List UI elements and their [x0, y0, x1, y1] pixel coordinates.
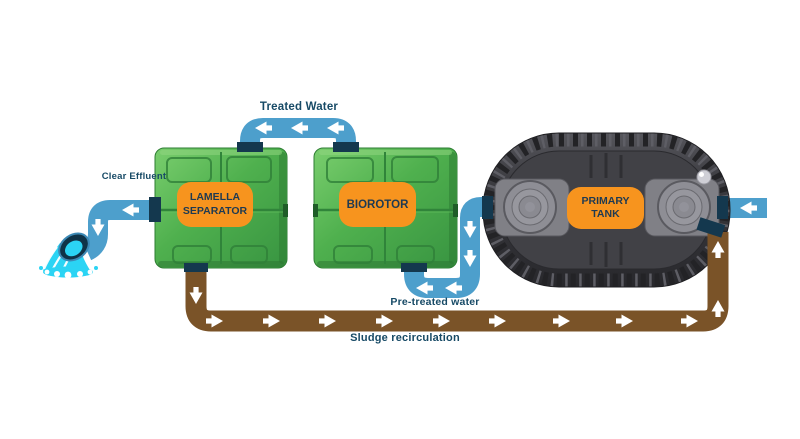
pre-treated-water-pipe: [404, 197, 491, 298]
clear-effluent-label: Clear Effluent: [101, 171, 167, 182]
pipe-connectors: [149, 142, 728, 272]
treated-water-label: Treated Water: [259, 101, 339, 113]
pre-treated-water-label: Pre-treated water: [390, 296, 480, 308]
manhole-left: [494, 178, 570, 237]
primary-tank-badge: PRIMARY TANK: [567, 187, 644, 229]
biorotor-badge: BIOROTOR: [339, 182, 416, 227]
lamella-separator-badge: LAMELLA SEPARATOR: [177, 182, 253, 227]
water-outfall-icon: [39, 232, 98, 279]
sludge-recirculation-label: Sludge recirculation: [350, 332, 460, 344]
vent-cap-icon: [696, 169, 712, 185]
